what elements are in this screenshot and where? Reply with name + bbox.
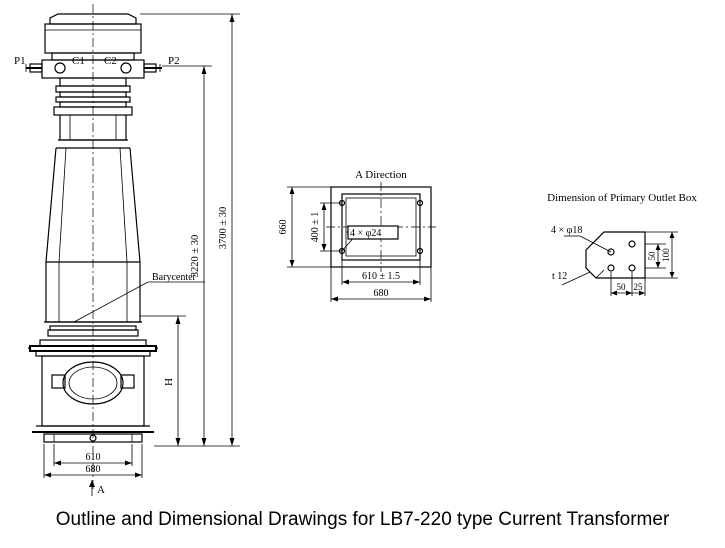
a-dim-400: 400 ± 1	[310, 212, 321, 243]
terminal-c1: C1	[72, 55, 85, 67]
outlet-box-view	[561, 231, 678, 296]
a-direction-title: A Direction	[355, 169, 407, 181]
outlet-dim-25: 25	[634, 282, 644, 292]
barycenter-label: Barycenter	[152, 272, 197, 283]
outlet-holes: 4 × φ18	[551, 225, 582, 236]
outlet-dim-100: 100	[661, 248, 671, 262]
outlet-dim-50h: 50	[617, 282, 627, 292]
outlet-box-title: Dimension of Primary Outlet Box	[547, 192, 697, 204]
terminal-p1: P1	[14, 55, 26, 67]
a-dim-610: 610 ± 1.5	[362, 271, 400, 282]
a-holes: 4 × φ24	[350, 228, 381, 239]
view-arrow-a: A	[97, 484, 105, 496]
dim-h: H	[163, 378, 175, 386]
dim-base-680: 680	[86, 464, 101, 475]
transformer-side-view	[25, 4, 240, 496]
terminal-c2: C2	[104, 55, 117, 67]
terminal-p2: P2	[168, 55, 180, 67]
a-dim-660: 660	[278, 220, 289, 235]
dim-3700: 3700 ± 30	[218, 207, 229, 250]
dim-base-610: 610	[86, 452, 101, 463]
outline-drawing: P1 C1 C2 P2 3220 ± 30 3700 ± 30 Barycent…	[14, 4, 697, 496]
outlet-thickness: t 12	[552, 271, 567, 282]
dim-3220: 3220 ± 30	[190, 235, 201, 278]
a-dim-680: 680	[374, 288, 389, 299]
outlet-dim-50v: 50	[647, 251, 657, 261]
drawing-caption: Outline and Dimensional Drawings for LB7…	[55, 509, 670, 530]
